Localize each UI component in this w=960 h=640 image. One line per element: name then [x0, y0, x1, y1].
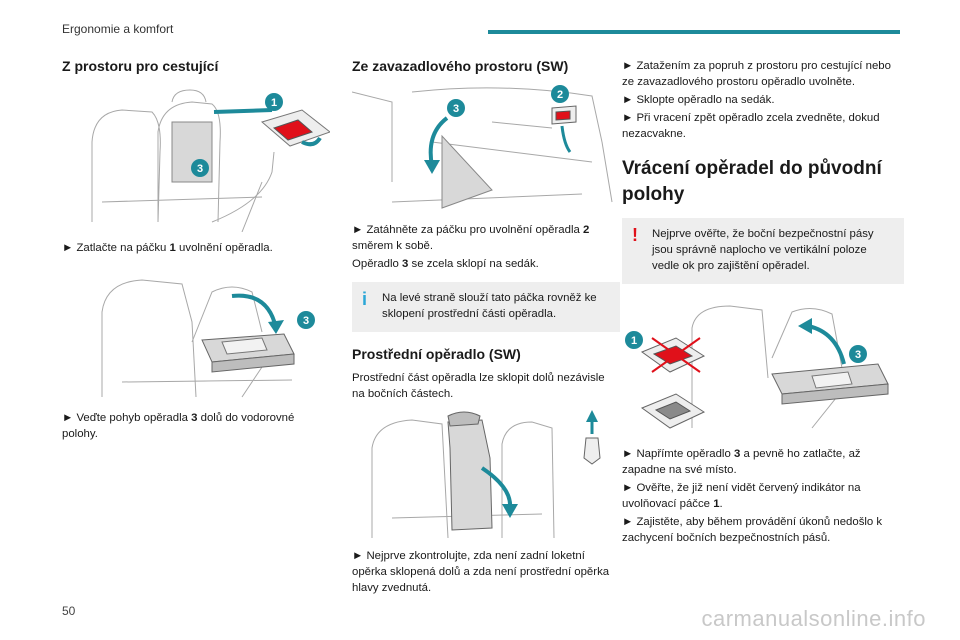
step-check-seatbelts: ► Zajistěte, aby během provádění úkonů n…: [622, 516, 883, 544]
step-check-indicator: ► Ověřte, že již není vidět červený indi…: [622, 482, 861, 510]
header-accent-bar: [488, 30, 900, 34]
info-icon: i: [362, 289, 368, 309]
callout-label: 2: [557, 89, 563, 101]
column-2: Ze zavazadlového prostoru (SW) 2 3 ► Zat…: [352, 58, 620, 598]
callout-marker: [447, 99, 465, 117]
info-note: i Na levé straně slouží tato páčka rovně…: [352, 282, 620, 332]
illustration-seat-release-lever: 1 3: [91, 89, 330, 232]
callout-label: 3: [453, 103, 459, 115]
warning-note-text: Nejprve ověřte, že boční bezpečnostní pá…: [652, 228, 874, 272]
step-lower-backrest: ► Veďte pohyb opěradla 3 dolů do vodorov…: [62, 412, 295, 440]
illustration-return-backrest: 1 3: [625, 305, 889, 429]
step-pull-lever: ► Zatáhněte za páčku pro uvolnění opěrad…: [352, 224, 590, 252]
callout-marker: [625, 331, 643, 349]
callout-marker: [265, 93, 283, 111]
info-note-text: Na levé straně slouží tato páčka rovněž …: [382, 292, 597, 320]
step-straighten-backrest: ► Napřímte opěradlo 3 a pevně ho zatlačt…: [622, 448, 861, 476]
heading-passenger-compartment: Z prostoru pro cestující: [62, 58, 219, 74]
callout-label: 1: [631, 335, 637, 347]
heading-middle-backrest: Prostřední opěradlo (SW): [352, 346, 521, 362]
heading-boot: Ze zavazadlového prostoru (SW): [352, 58, 569, 74]
step-press-lever: ► Zatlačte na páčku 1 uvolnění opěradla.: [62, 242, 273, 254]
warning-note: ! Nejprve ověřte, že boční bezpečnostní …: [622, 218, 904, 284]
illustration-middle-backrest: [371, 410, 601, 539]
warning-icon: !: [632, 225, 638, 245]
lever-detail-inset: [260, 109, 330, 147]
step-raise-backrest: ► Při vracení zpět opěradlo zcela zvedně…: [622, 112, 880, 140]
callout-marker: [297, 311, 315, 329]
step-pull-strap: ► Zatažením za popruh z prostoru pro ces…: [622, 60, 891, 88]
step-fold-onto-seat: ► Sklopte opěradlo na sedák.: [622, 94, 775, 106]
callout-marker: [849, 345, 867, 363]
callout-marker: [191, 159, 209, 177]
step-check-armrest: ► Nejprve zkontrolujte, zda není zadní l…: [352, 550, 610, 594]
text-middle-backrest: Prostřední část opěradla lze sklopit dol…: [352, 372, 605, 400]
release-lever-ok: [640, 393, 706, 429]
column-1: Z prostoru pro cestující 1 3 ► Zatlačte …: [62, 58, 330, 444]
illustration-backrest-folded: 3: [101, 279, 315, 398]
watermark: carmanualsonline.info: [701, 606, 926, 631]
callout-label: 1: [271, 97, 277, 109]
text-backrest-folds: Opěradlo 3 se zcela sklopí na sedák.: [352, 258, 539, 270]
heading-return-backrests: Vrácení opěradel do původní polohy: [622, 158, 882, 205]
page-number: 50: [62, 604, 76, 618]
release-lever-red-indicator: [640, 337, 706, 373]
column-3: ► Zatažením za popruh z prostoru pro ces…: [622, 58, 904, 548]
running-header: Ergonomie a komfort: [62, 22, 174, 36]
callout-label: 3: [303, 315, 309, 327]
callout-marker: [551, 85, 569, 103]
illustration-boot-lever: 2 3: [352, 85, 613, 209]
callout-label: 3: [197, 163, 203, 175]
callout-label: 3: [855, 349, 861, 361]
